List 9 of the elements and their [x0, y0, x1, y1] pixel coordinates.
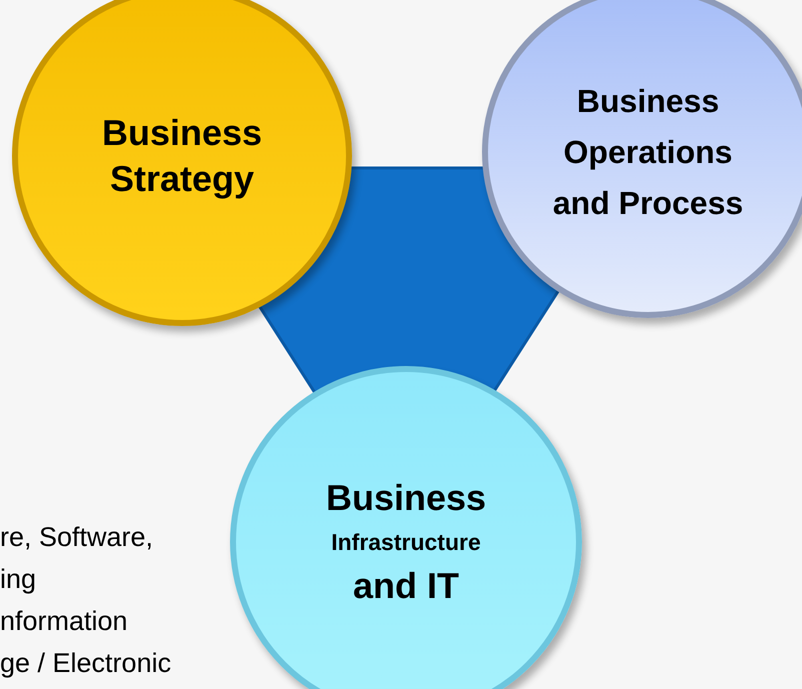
node-text: Infrastructure [330, 528, 482, 557]
description-text: nformation [0, 605, 129, 638]
node-text: and IT [352, 564, 460, 608]
node-text: Business [324, 476, 488, 520]
node-text: Business Operations and Process [552, 82, 744, 222]
description-text: ge / Electronic [0, 647, 172, 680]
description-text: re, Software, [0, 521, 154, 554]
description-text: ing [0, 563, 38, 596]
node-text: Business Strategy [100, 111, 264, 201]
